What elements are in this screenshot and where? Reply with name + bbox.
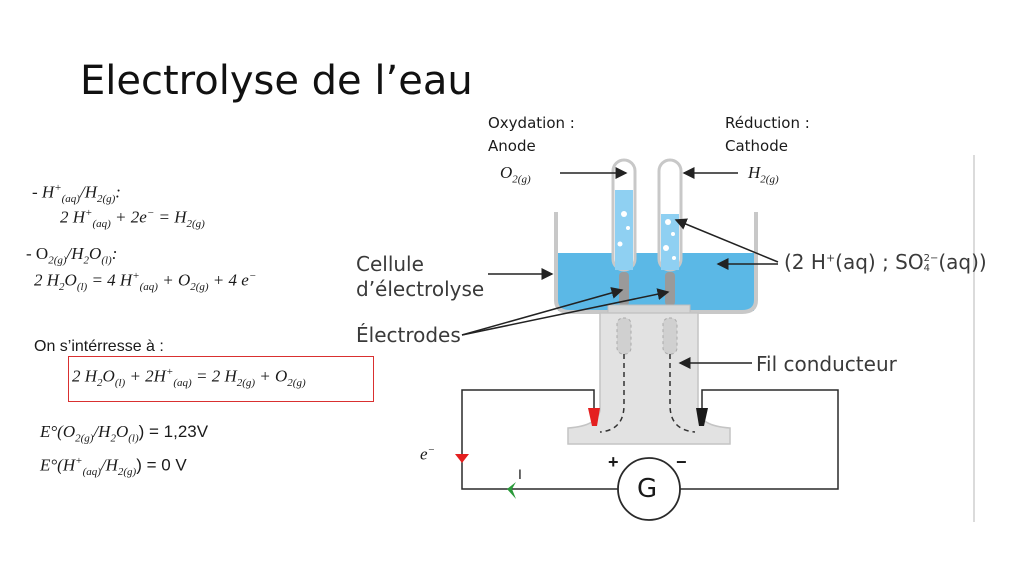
half-equation-reduction: 2 H+(aq) + 2e− = H2(g) [60, 207, 205, 231]
bubbles [617, 211, 676, 260]
anode-label: Anode [488, 137, 536, 155]
current-label: I [518, 466, 522, 482]
couple-h-line: - H+(aq)/H2(g): [32, 182, 121, 206]
potential-o2: E°(O2(g)/H2O(l)) = 1,23V [40, 422, 209, 445]
global-equation-box [68, 356, 374, 402]
cathode-label: Cathode [725, 137, 788, 155]
cathode-electrode [665, 272, 675, 306]
electrolyte [558, 253, 754, 311]
oxidation-label: Oxydation : [488, 114, 575, 132]
electrode-arrow-right [461, 288, 670, 336]
positive-terminal [588, 408, 600, 426]
inner-rod-left [616, 317, 632, 355]
current-direction-marker [507, 482, 516, 499]
stand-top [607, 304, 691, 314]
anode-tube-water [615, 190, 633, 270]
wire-left [461, 389, 618, 490]
ions-arrow-tube [674, 218, 779, 263]
electron-label: e− [420, 444, 435, 464]
plus-sign: + [608, 452, 619, 472]
reduction-label: Réduction : [725, 114, 810, 132]
electrode-arrow-left [461, 287, 624, 336]
electron-direction-marker [455, 454, 469, 463]
wire-right [680, 389, 839, 490]
inner-rod-right [662, 317, 678, 355]
h2-gas-label: H2(g) [748, 163, 779, 186]
galvanometer [617, 457, 681, 521]
cathode-tube-water [661, 214, 679, 270]
o2-gas-label: O2(g) [500, 163, 531, 186]
half-equation-oxidation: 2 H2O(l) = 4 H+(aq) + O2(g) + 4 e− [34, 270, 257, 294]
global-equation: 2 H2O(l) + 2H+(aq) = 2 H2(g) + O2(g) [72, 366, 306, 390]
slide-title: Electrolyse de l’eau [80, 58, 473, 104]
minus-sign: − [676, 452, 687, 472]
wire-label: Fil conducteur [756, 352, 897, 376]
couple-o2-line: - O2(g)/H2O(l): [26, 244, 118, 267]
electrodes-label: Électrodes [356, 323, 461, 347]
galvanometer-label: G [637, 474, 658, 504]
cell-label: Cellule d’électrolyse [356, 252, 485, 301]
negative-terminal [696, 408, 708, 426]
interest-label: On s’intérresse à : [34, 338, 164, 355]
potential-h: E°(H+(aq)/H2(g)) = 0 V [40, 455, 187, 479]
